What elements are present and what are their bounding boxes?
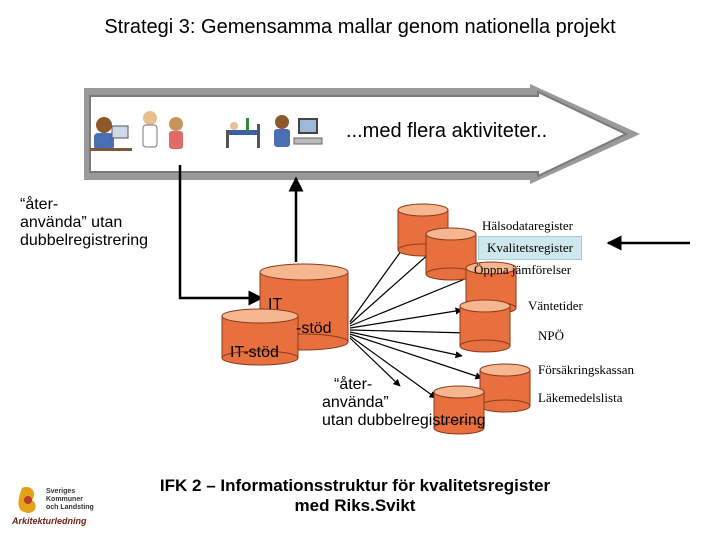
register-cylinders	[397, 203, 531, 435]
it-label-mid: -stöd	[296, 320, 332, 337]
reuse-center-line2: använda”	[322, 394, 389, 411]
cylinder-forsakring	[479, 363, 531, 413]
hospital-bed-icon	[226, 118, 260, 148]
it-label-top: IT	[268, 296, 283, 313]
register-label-forsakring: Försäkringskassan	[538, 362, 635, 377]
connector-lines	[349, 221, 509, 399]
cylinder-kvalitet	[425, 227, 477, 281]
bottom-title: IFK 2 – Informationsstruktur för kvalite…	[140, 476, 570, 516]
it-label-bottom: IT-stöd	[230, 344, 279, 361]
bottom-title-line2: med Riks.Svikt	[294, 496, 416, 515]
register-label-vantetider: Väntetider	[528, 298, 583, 313]
reuse-left-line1: “åter-	[20, 196, 59, 213]
person-at-desk-icon	[90, 117, 132, 151]
logo-line3: och Landsting	[46, 504, 94, 511]
register-label-npo: NPÖ	[538, 328, 565, 343]
register-label-halsodata: Hälsodataregister	[482, 218, 573, 233]
reuse-left-line2: använda” utan	[20, 214, 123, 231]
register-label-jamforelser: Öppna jämförelser	[474, 262, 572, 277]
cylinder-lakemedel	[433, 385, 485, 435]
reuse-center-line3: utan dubbelregistrering	[322, 412, 486, 429]
skl-logo-icon	[18, 486, 36, 513]
doctor-patient-icon	[142, 111, 183, 149]
register-label-kvalitet: Kvalitetsregister	[478, 236, 582, 260]
cylinder-vantetider	[459, 299, 511, 353]
process-arrow	[84, 84, 640, 184]
it-cylinder-front	[221, 308, 299, 366]
reuse-center-line1: “åter-	[334, 376, 373, 393]
reuse-label-center: “åter- använda” utan dubbelregistrering	[322, 376, 522, 430]
it-cylinders	[221, 263, 349, 366]
logo-line2: Kommuner	[46, 496, 83, 503]
flow-lines	[178, 165, 690, 306]
logo-department: Arkitekturledning	[12, 516, 87, 526]
register-label-lakemedel: Läkemedelslista	[538, 390, 623, 405]
bottom-title-line1: IFK 2 – Informationsstruktur för kvalite…	[159, 476, 551, 495]
logo-line1: Sveriges	[46, 488, 76, 495]
reuse-label-left: “åter- använda” utan dubbelregistrering	[20, 196, 210, 250]
reuse-left-line3: dubbelregistrering	[20, 232, 149, 249]
computer-user-icon	[274, 115, 323, 147]
logo-text: Sveriges Kommuner och Landsting	[46, 488, 94, 512]
arrow-caption: ...med flera aktiviteter..	[346, 120, 548, 142]
page-title: Strategi 3: Gemensamma mallar genom nati…	[104, 16, 616, 38]
